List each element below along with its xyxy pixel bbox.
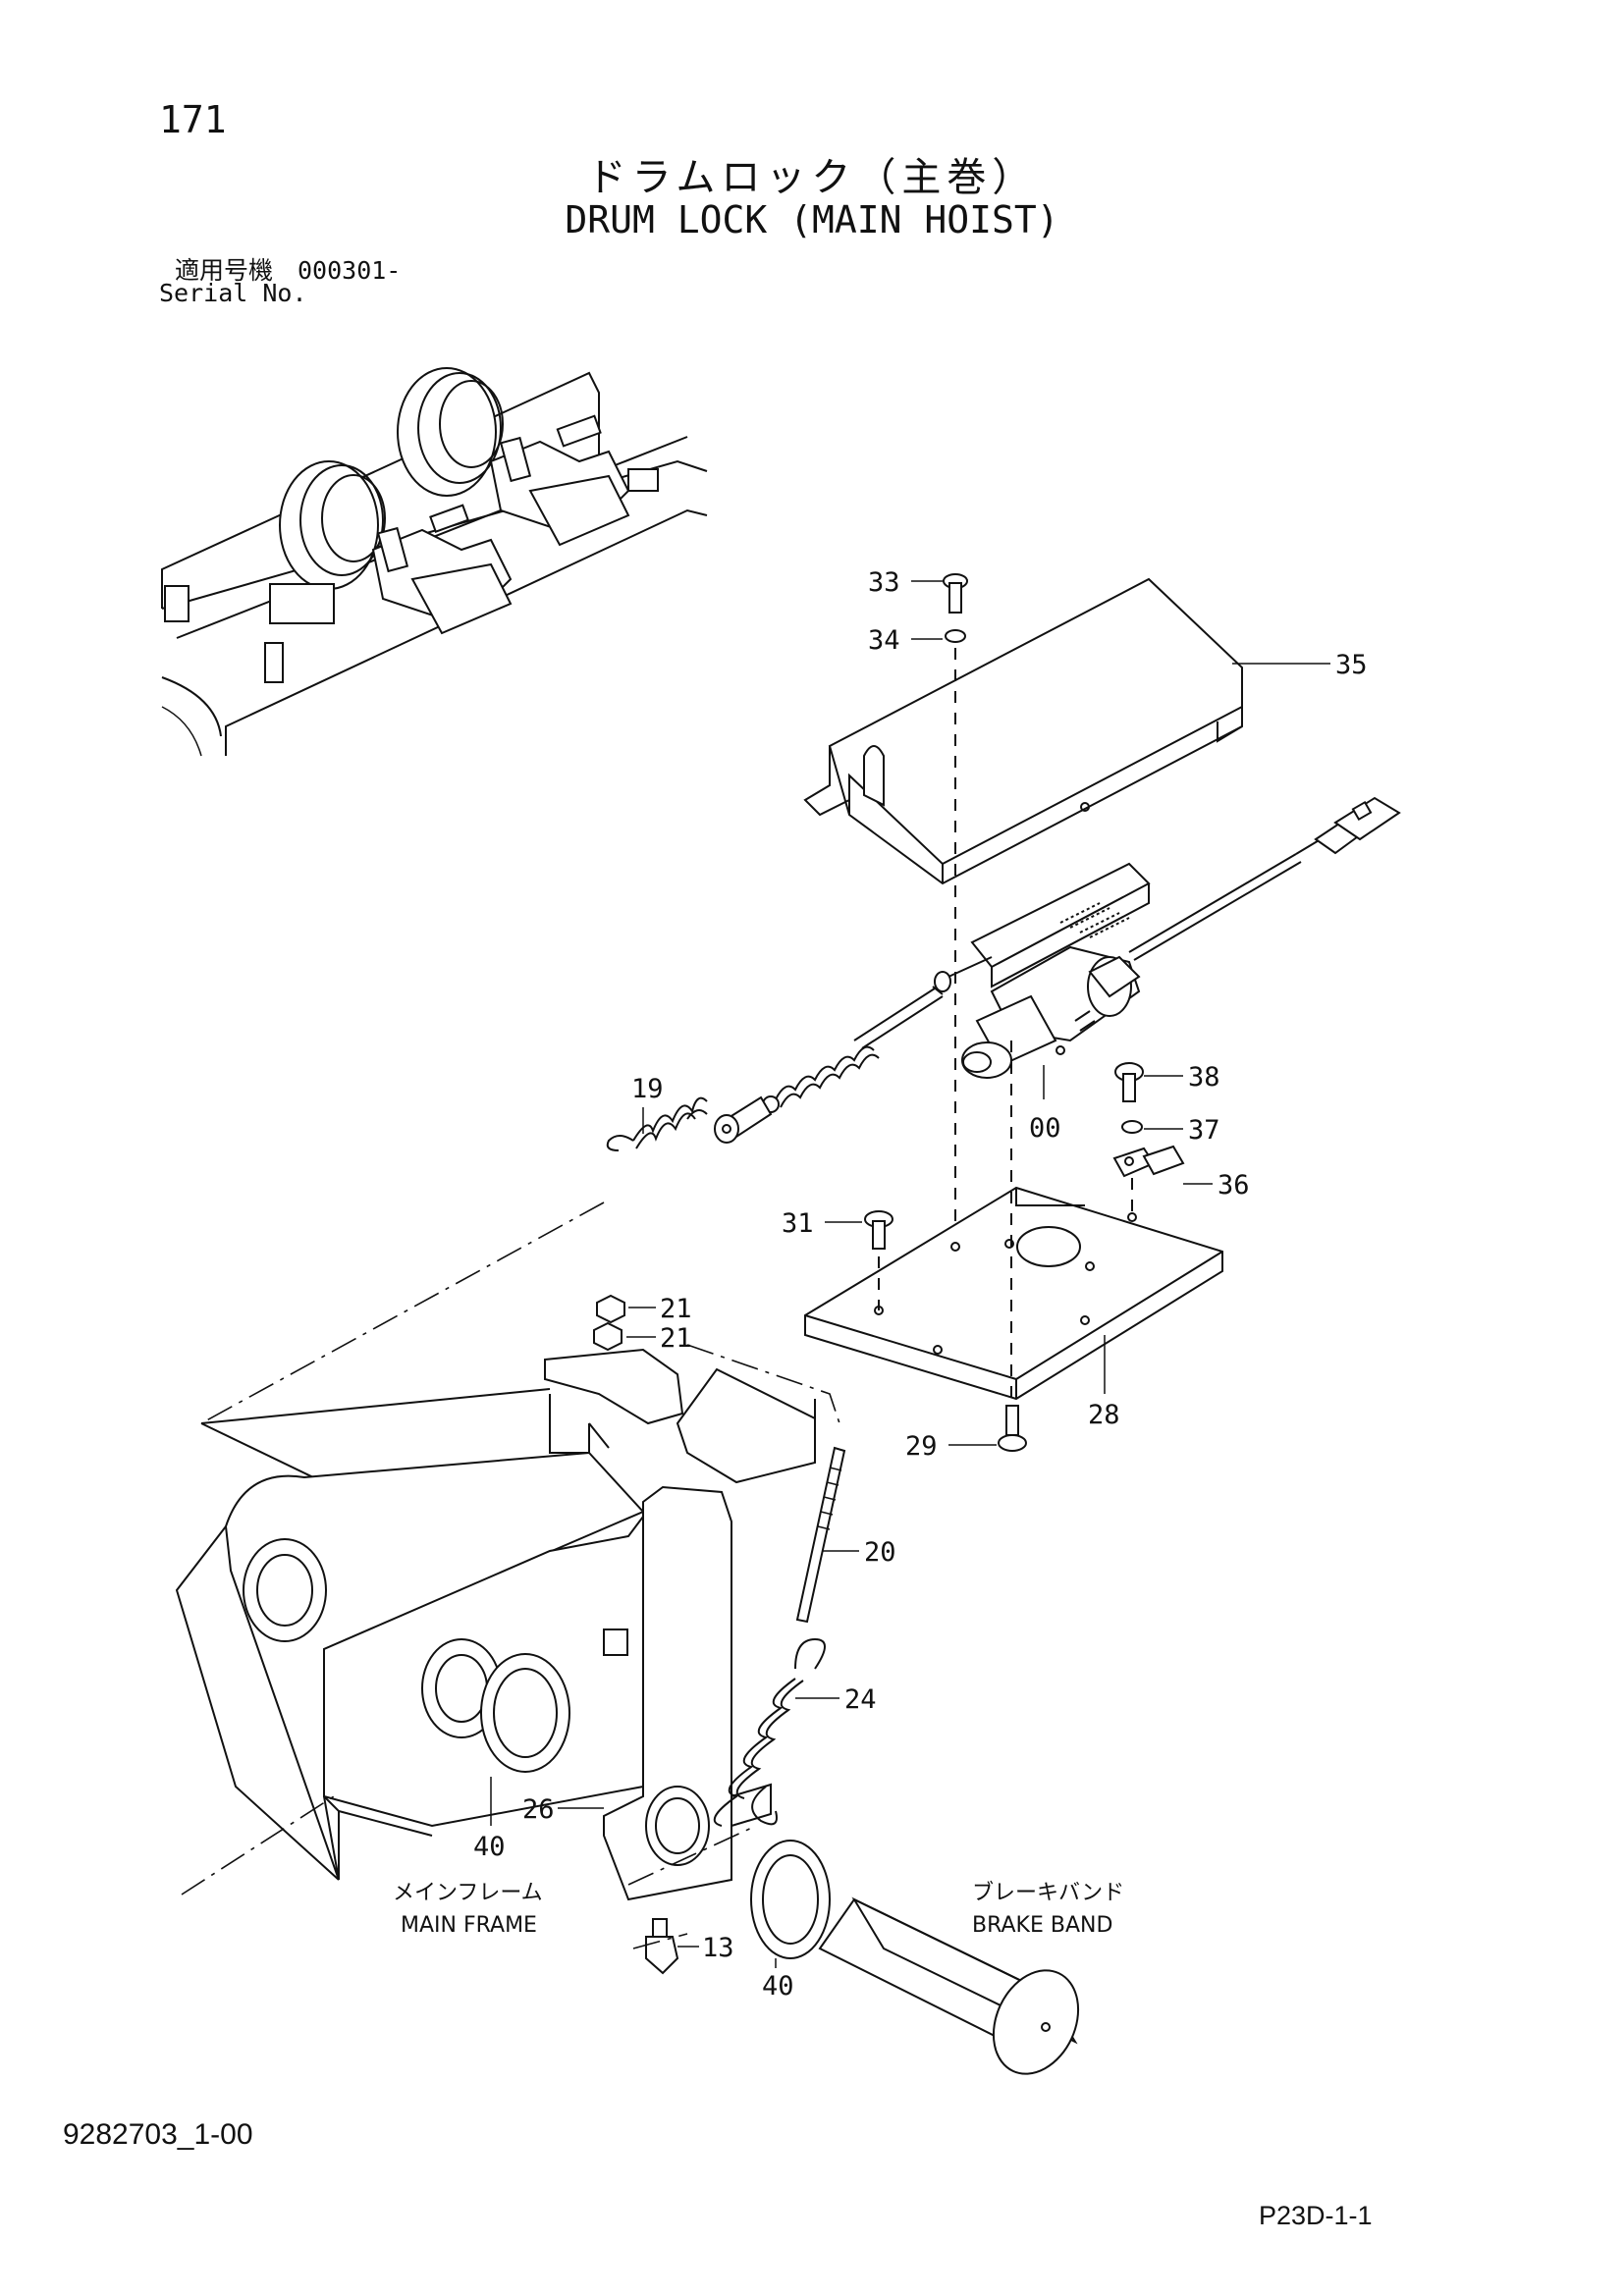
ring-40-left xyxy=(480,1653,570,1773)
callout-31: 31 xyxy=(782,1208,814,1239)
callout-40-left: 40 xyxy=(473,1832,506,1862)
base-plate-28 xyxy=(804,1186,1223,1401)
callout-28: 28 xyxy=(1088,1400,1120,1430)
page-number: 171 xyxy=(159,98,227,141)
callout-21-upper: 21 xyxy=(660,1294,692,1324)
grease-fitting-13 xyxy=(645,1918,679,1975)
brake-band xyxy=(818,1896,1080,2075)
callout-19: 19 xyxy=(631,1074,664,1104)
wire-harness xyxy=(1128,796,1401,961)
callout-38: 38 xyxy=(1188,1062,1220,1093)
serial-label-english: Serial No. xyxy=(159,279,307,307)
main-frame xyxy=(175,1348,816,1896)
callout-37: 37 xyxy=(1188,1115,1220,1146)
bolt-31 xyxy=(864,1210,893,1250)
callout-20: 20 xyxy=(864,1537,896,1568)
ring-40-right xyxy=(750,1840,831,1959)
callout-33: 33 xyxy=(868,567,900,598)
page-code: P23D-1-1 xyxy=(1259,2201,1373,2230)
callout-24: 24 xyxy=(844,1684,877,1715)
nut-21-upper xyxy=(596,1294,625,1324)
overview-inset xyxy=(161,367,708,757)
callout-13: 13 xyxy=(702,1933,734,1963)
brake-lever-26 xyxy=(603,1399,816,1901)
document-id: 9282703_1-00 xyxy=(63,2118,253,2151)
callout-26: 26 xyxy=(522,1794,555,1825)
brake-band-caption-en: BRAKE BAND xyxy=(972,1913,1112,1938)
callout-00: 00 xyxy=(1029,1113,1061,1144)
bolt-38 xyxy=(1114,1062,1144,1102)
washer-37 xyxy=(1121,1120,1143,1134)
spring-19 xyxy=(606,1096,708,1151)
callout-29: 29 xyxy=(905,1431,938,1462)
title-japanese: ドラムロック（主巻） xyxy=(586,155,1038,200)
construction-line-3 xyxy=(627,1825,757,1886)
actuator-rod xyxy=(714,956,993,1144)
callout-21-lower: 21 xyxy=(660,1323,692,1354)
rod-20 xyxy=(795,1446,846,1624)
serial-label-japanese: 適用号機 000301- xyxy=(175,256,402,285)
title-english: DRUM LOCK (MAIN HOIST) xyxy=(565,198,1059,241)
callout-40-right: 40 xyxy=(762,1971,794,2002)
construction-line-1 xyxy=(200,1201,605,1424)
main-frame-caption-en: MAIN FRAME xyxy=(401,1913,537,1938)
main-frame-caption-jp: メインフレーム xyxy=(393,1881,543,1905)
callout-36: 36 xyxy=(1218,1170,1250,1201)
drum-lock-cover xyxy=(803,577,1243,885)
callout-35: 35 xyxy=(1335,650,1368,680)
callouts: 33 34 35 19 00 38 37 36 31 21 21 28 29 2… xyxy=(393,567,1368,2002)
washer-34 xyxy=(945,629,966,643)
callout-34: 34 xyxy=(868,625,900,656)
brake-band-caption-jp: ブレーキバンド xyxy=(972,1881,1124,1905)
bracket-36 xyxy=(1112,1145,1185,1178)
bolt-29 xyxy=(998,1405,1027,1452)
spring-24 xyxy=(713,1637,826,1827)
nut-21-lower xyxy=(593,1321,623,1352)
construction-line-4 xyxy=(632,1933,688,1949)
bolt-33 xyxy=(943,573,968,614)
construction-line-2 xyxy=(686,1344,840,1424)
actuator-assembly xyxy=(961,862,1151,1079)
